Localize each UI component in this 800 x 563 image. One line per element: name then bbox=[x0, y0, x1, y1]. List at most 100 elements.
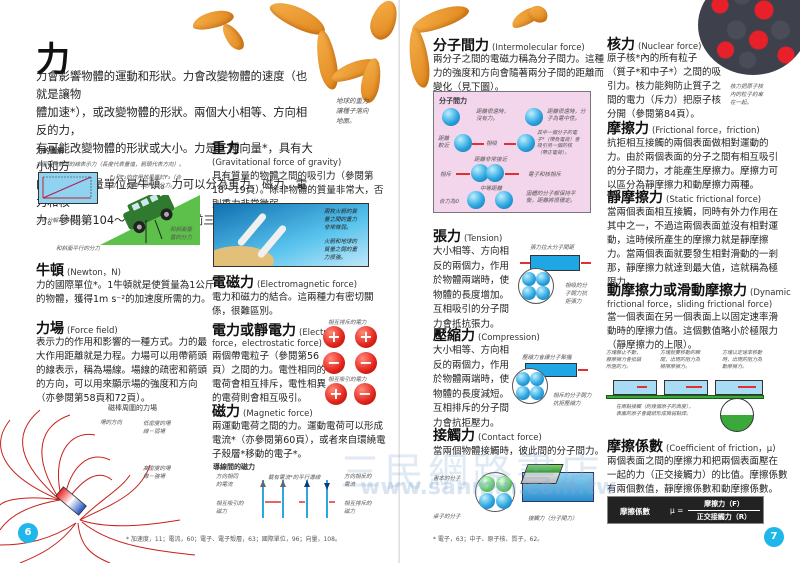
label-line: 拒張力 bbox=[565, 299, 582, 305]
heading-en: (Electromagnetic force) bbox=[257, 280, 358, 290]
heading-en: (Intermolecular force) bbox=[492, 43, 585, 53]
positive-charge-icon: + bbox=[323, 326, 345, 348]
caption-line: 時，出現的阻力為 bbox=[722, 357, 763, 363]
body-line: 電荷會相互排斥，電性相異 bbox=[212, 379, 327, 390]
heading-text: 摩擦力 bbox=[607, 121, 649, 137]
tension-zoom-circle bbox=[518, 268, 554, 304]
body-line: 的方向，可以用來顯示場的強度和方向 bbox=[36, 379, 198, 390]
electric-heading: 電力或靜電力(Electric bbox=[212, 322, 334, 342]
caption-line: 動摩擦力。 bbox=[722, 364, 748, 370]
wires-illustration bbox=[260, 480, 335, 518]
compression-body: 大小相等、方向相 反的兩個力，作用 於物體兩端時，使 物體的長度減短。 互相排斥… bbox=[433, 344, 509, 431]
book-illustration bbox=[520, 464, 564, 484]
compression-diagram-label: 壓縮力會讓分子聚攏 bbox=[522, 355, 572, 361]
label-line: 相吸的分 bbox=[565, 283, 588, 289]
body-line: 物體的長度增加。 bbox=[433, 289, 510, 301]
tension-bar bbox=[530, 255, 580, 271]
label-line: 高密度的場 bbox=[143, 466, 171, 472]
molecule-sphere bbox=[486, 164, 504, 182]
parallel-label: 和斜面平行的分力 bbox=[56, 246, 101, 252]
label-line: 方向相同 bbox=[216, 474, 239, 480]
intro-line: 體加速*），或改變物體的形狀。兩個大小相等、方向相反的力， bbox=[36, 106, 308, 137]
heading-text: 牛頓 bbox=[36, 263, 64, 279]
coefficient-heading: 摩擦係數(Coefficient of friction，μ) bbox=[607, 438, 776, 458]
formula-box: 摩擦係數 μ = 摩擦力（F） 正交接觸力（R） bbox=[607, 496, 764, 524]
label-line: 磁力 bbox=[344, 509, 356, 515]
note-line: F₁和F₂的作用效果等於F₃（合 bbox=[110, 175, 182, 181]
label-line: 子間力抗 bbox=[565, 291, 588, 297]
contact-zoom-circle bbox=[720, 398, 754, 432]
heading-en: (Frictional force，friction) bbox=[652, 126, 760, 136]
intermolecular-diagram: 分子間力 距離很遠時， 沒有力。 距離很遠時，分 子為電中性。 距離 較近 相吸… bbox=[433, 91, 591, 213]
label-line: 抗拒壓縮力 bbox=[553, 401, 581, 407]
rocket-caption-2: 火箭和地球的 質量之間的重 力很強。 bbox=[324, 238, 357, 262]
body-line: （靜摩擦力的上限）。 bbox=[607, 340, 698, 351]
body-line: 力。由於兩個表面的分子之間有相互吸引 bbox=[607, 152, 779, 163]
body-line: 力的強度和方向會隨著兩分子間的距離而 bbox=[433, 68, 605, 79]
label-line: 相斥的分子間力 bbox=[553, 393, 592, 399]
heading-text: 力場 bbox=[36, 321, 64, 337]
resultant-note: F₁和F₂的作用效果等於F₃（合 力）。F₁和F₂是F₃的分力。 bbox=[110, 174, 181, 190]
attract-label: 相互吸引的電力 bbox=[328, 377, 367, 383]
caption-line: 地球的重力 bbox=[336, 97, 369, 105]
note-line: 沒有力。 bbox=[476, 116, 499, 122]
body-line: 的物體，獲得1m s⁻²的加速度所需的力。 bbox=[36, 294, 211, 305]
body-line: 電力和磁力的結合。這兩種力有密切關 bbox=[212, 292, 374, 303]
caption-line: 內的粒子約束 bbox=[730, 92, 764, 98]
electromagnetic-heading: 電磁力(Electromagnetic force) bbox=[212, 274, 357, 294]
book-molecule bbox=[479, 476, 495, 492]
tension-diagram-label: 張力拉大分子間距 bbox=[530, 245, 575, 251]
label-line: 低密度的場 bbox=[143, 421, 171, 427]
weld-note: 在兩點接觸（約幾個原子的高度）， 表面的原子會鍵結形成微弱點焊。 bbox=[616, 404, 694, 418]
table-molecules-label: 桌子的分子 bbox=[433, 514, 461, 520]
arrow-icon bbox=[578, 369, 588, 371]
label-line: 電流 bbox=[344, 482, 356, 488]
note-line: 距離很遠時，分 bbox=[547, 109, 586, 115]
body-line: 原子核*內的所有粒子 bbox=[607, 53, 698, 64]
force-diagram-heading: 力的圖解 bbox=[36, 147, 64, 155]
heading-en: (Dynamic bbox=[750, 288, 791, 298]
heading-text: 張力 bbox=[433, 229, 461, 245]
closer-label: 距離 較近 bbox=[438, 136, 449, 150]
table-molecule bbox=[479, 493, 495, 509]
friction-block-3 bbox=[715, 380, 763, 395]
low-density-label: 低密度的場 線－弱場 bbox=[143, 420, 171, 436]
arrow-icon bbox=[581, 262, 591, 264]
heading-text: 核力 bbox=[607, 37, 635, 53]
caption-line: 地面。 bbox=[336, 117, 356, 125]
decompose-note: 力W分解為兩個分力。 bbox=[36, 218, 91, 224]
molecule-sphere bbox=[517, 134, 535, 152]
repel-magnetic-label: 相互排斥的 磁力 bbox=[344, 500, 372, 516]
ground-strip bbox=[606, 395, 764, 399]
caption-line: 方塊就要移動的瞬 bbox=[660, 350, 701, 356]
negative-charge-icon: − bbox=[355, 352, 377, 374]
note-line: 衡，距離將很穩定。 bbox=[526, 198, 576, 204]
heading-en: (Tension) bbox=[464, 234, 503, 244]
intermolecular-heading: 分子間力(Intermolecular force) bbox=[433, 37, 585, 57]
label-line: 的電流 bbox=[216, 482, 233, 488]
magnet-field-diagram bbox=[0, 409, 196, 563]
arrow-icon bbox=[504, 143, 516, 145]
nucleus-caption: 核力把原子核 內的粒子約束 在一起。 bbox=[730, 83, 763, 107]
molecule-sphere bbox=[522, 272, 536, 286]
block2-caption: 方塊就要移動的瞬 間，出現的阻力為 極限摩擦力。 bbox=[660, 350, 700, 371]
body-line: 的電荷則會相互吸引。 bbox=[212, 393, 308, 404]
positive-charge-icon: + bbox=[355, 326, 377, 348]
force-field-heading: 力場(Force field) bbox=[36, 320, 118, 340]
body-line: （質子*和中子*）之間的吸 bbox=[607, 67, 722, 78]
body-line: 當一個表面在另一個表面上以固定速率滑 bbox=[607, 312, 779, 323]
molecule-sphere bbox=[467, 191, 485, 209]
caption-line: 間，出現的阻力為 bbox=[660, 357, 701, 363]
left-footnote: * 加速度，11；電流，60；電子、電子殼層，63；國際單位，96；向量，108… bbox=[126, 536, 341, 543]
body-line: 大小相等、方向相 bbox=[433, 345, 510, 356]
formula-numerator: 摩擦力（F） bbox=[688, 499, 760, 511]
body-line: 以區分為靜摩擦力和動摩擦力兩種。 bbox=[607, 180, 760, 191]
book-molecules-label: 書本的分子 bbox=[433, 476, 461, 482]
caption-line: 力很強。 bbox=[324, 255, 347, 261]
label-line: 直的分力 bbox=[170, 235, 193, 241]
body-line: （亦參閱第58頁和72頁）。 bbox=[36, 393, 151, 404]
heading-text: 電磁力 bbox=[212, 275, 254, 291]
body-line: 抗拒相互接觸的兩個表面做相對運動的 bbox=[607, 138, 769, 149]
attract-magnetic-label: 相互吸引的 磁力 bbox=[216, 500, 244, 516]
mu-symbol: μ = bbox=[670, 506, 684, 515]
